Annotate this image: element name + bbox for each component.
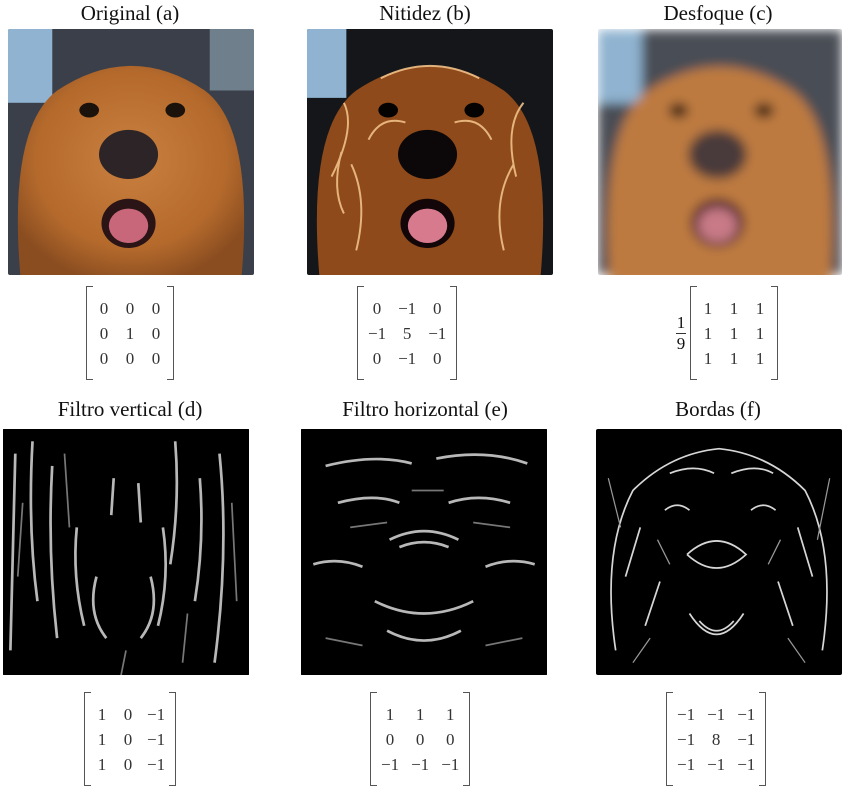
left-bracket (84, 692, 91, 786)
matrix-cell: 0 (372, 348, 382, 368)
matrix-cell: 1 (445, 704, 455, 724)
matrix-cell: 1 (703, 348, 713, 368)
matrix-grid: 0 −1 0 −1 5 −1 0 −1 0 (364, 296, 450, 371)
matrix-cell: 1 (97, 729, 107, 749)
matrix-cell: 1 (703, 298, 713, 318)
matrix-cell: 1 (385, 704, 395, 724)
matrix-grid: 1 0 −1 1 0 −1 1 0 −1 (91, 702, 169, 777)
panel-title: Desfoque (c) (663, 1, 773, 25)
panel-title: Bordas (f) (675, 397, 761, 421)
matrix-cell: −1 (147, 704, 166, 724)
matrix-cell: 8 (711, 729, 721, 749)
matrix-cell: 0 (123, 704, 133, 724)
kernel-matrix: 1 1 1 0 0 0 −1 −1 −1 (370, 692, 471, 786)
matrix-cell: 5 (402, 323, 412, 343)
matrix-grid: −1 −1 −1 −1 8 −1 −1 −1 −1 (673, 702, 759, 777)
left-bracket (357, 286, 364, 380)
matrix-cell: 1 (729, 323, 739, 343)
right-bracket (167, 286, 174, 380)
kernel-matrix: 0 0 0 0 1 0 0 0 0 (86, 286, 174, 380)
matrix-cell: 1 (97, 704, 107, 724)
left-bracket (370, 692, 377, 786)
factor-denominator: 9 (676, 333, 686, 353)
matrix-cell: 0 (151, 323, 161, 343)
matrix-cell: −1 (398, 298, 417, 318)
matrix-cell: −1 (381, 754, 400, 774)
left-bracket (690, 286, 697, 380)
kernel-matrix: 1 0 −1 1 0 −1 1 0 −1 (84, 692, 177, 786)
matrix-cell: 0 (125, 298, 135, 318)
matrix-cell: −1 (707, 754, 726, 774)
matrix-cell: −1 (368, 323, 387, 343)
panel-title: Original (a) (80, 1, 180, 25)
scale-factor: 1 9 (676, 312, 686, 353)
left-bracket (86, 286, 93, 380)
matrix-cell: 0 (432, 298, 442, 318)
matrix-grid: 1 1 1 1 1 1 1 1 1 (697, 296, 771, 371)
dog-photo-blur (598, 30, 842, 275)
dog-edges-horizontal (301, 429, 547, 675)
matrix-cell: 1 (97, 754, 107, 774)
matrix-cell: 1 (755, 348, 765, 368)
matrix-cell: 1 (729, 348, 739, 368)
matrix-cell: −1 (737, 704, 756, 724)
matrix-cell: 1 (415, 704, 425, 724)
matrix-grid: 1 1 1 0 0 0 −1 −1 −1 (377, 702, 463, 777)
matrix-cell: −1 (737, 754, 756, 774)
left-bracket (666, 692, 673, 786)
fraction-bar (676, 332, 686, 334)
kernel-matrix: 0 −1 0 −1 5 −1 0 −1 0 (357, 286, 458, 380)
kernel-matrix: 1 9 1 1 1 1 1 1 1 1 1 (676, 286, 778, 380)
kernel-matrix: −1 −1 −1 −1 8 −1 −1 −1 −1 (666, 692, 767, 786)
matrix-cell: 0 (99, 348, 109, 368)
matrix-cell: 0 (99, 298, 109, 318)
right-bracket (463, 692, 471, 786)
right-bracket (771, 286, 778, 380)
factor-numerator: 1 (676, 312, 686, 332)
matrix-cell: 0 (415, 729, 425, 749)
right-bracket (450, 286, 458, 380)
matrix-cell: 1 (729, 298, 739, 318)
matrix-cell: 1 (125, 323, 135, 343)
panel-title: Nitidez (b) (379, 1, 471, 25)
panel-title: Filtro vertical (d) (57, 397, 203, 421)
matrix-cell: 0 (123, 729, 133, 749)
dog-photo-original (8, 29, 254, 275)
dog-photo-sharpen (307, 29, 553, 275)
matrix-cell: −1 (428, 323, 447, 343)
right-bracket (759, 692, 767, 786)
matrix-cell: −1 (147, 729, 166, 749)
dog-edges-all (596, 429, 842, 675)
matrix-cell: 0 (99, 323, 109, 343)
matrix-cell: 1 (755, 323, 765, 343)
matrix-cell: 0 (151, 298, 161, 318)
matrix-cell: −1 (398, 348, 417, 368)
matrix-cell: −1 (677, 729, 696, 749)
matrix-cell: 1 (755, 298, 765, 318)
matrix-cell: −1 (147, 754, 166, 774)
matrix-cell: 0 (151, 348, 161, 368)
matrix-cell: 0 (372, 298, 382, 318)
matrix-cell: 0 (385, 729, 395, 749)
matrix-cell: 0 (445, 729, 455, 749)
matrix-cell: 0 (125, 348, 135, 368)
matrix-cell: 0 (123, 754, 133, 774)
right-bracket (169, 692, 177, 786)
matrix-cell: −1 (677, 704, 696, 724)
matrix-cell: −1 (707, 704, 726, 724)
matrix-cell: −1 (411, 754, 430, 774)
matrix-cell: −1 (441, 754, 460, 774)
matrix-cell: 1 (703, 323, 713, 343)
matrix-cell: 0 (432, 348, 442, 368)
matrix-cell: −1 (737, 729, 756, 749)
matrix-grid: 0 0 0 0 1 0 0 0 0 (93, 296, 167, 371)
dog-edges-vertical (3, 429, 249, 675)
panel-title: Filtro horizontal (e) (342, 397, 508, 421)
matrix-cell: −1 (677, 754, 696, 774)
